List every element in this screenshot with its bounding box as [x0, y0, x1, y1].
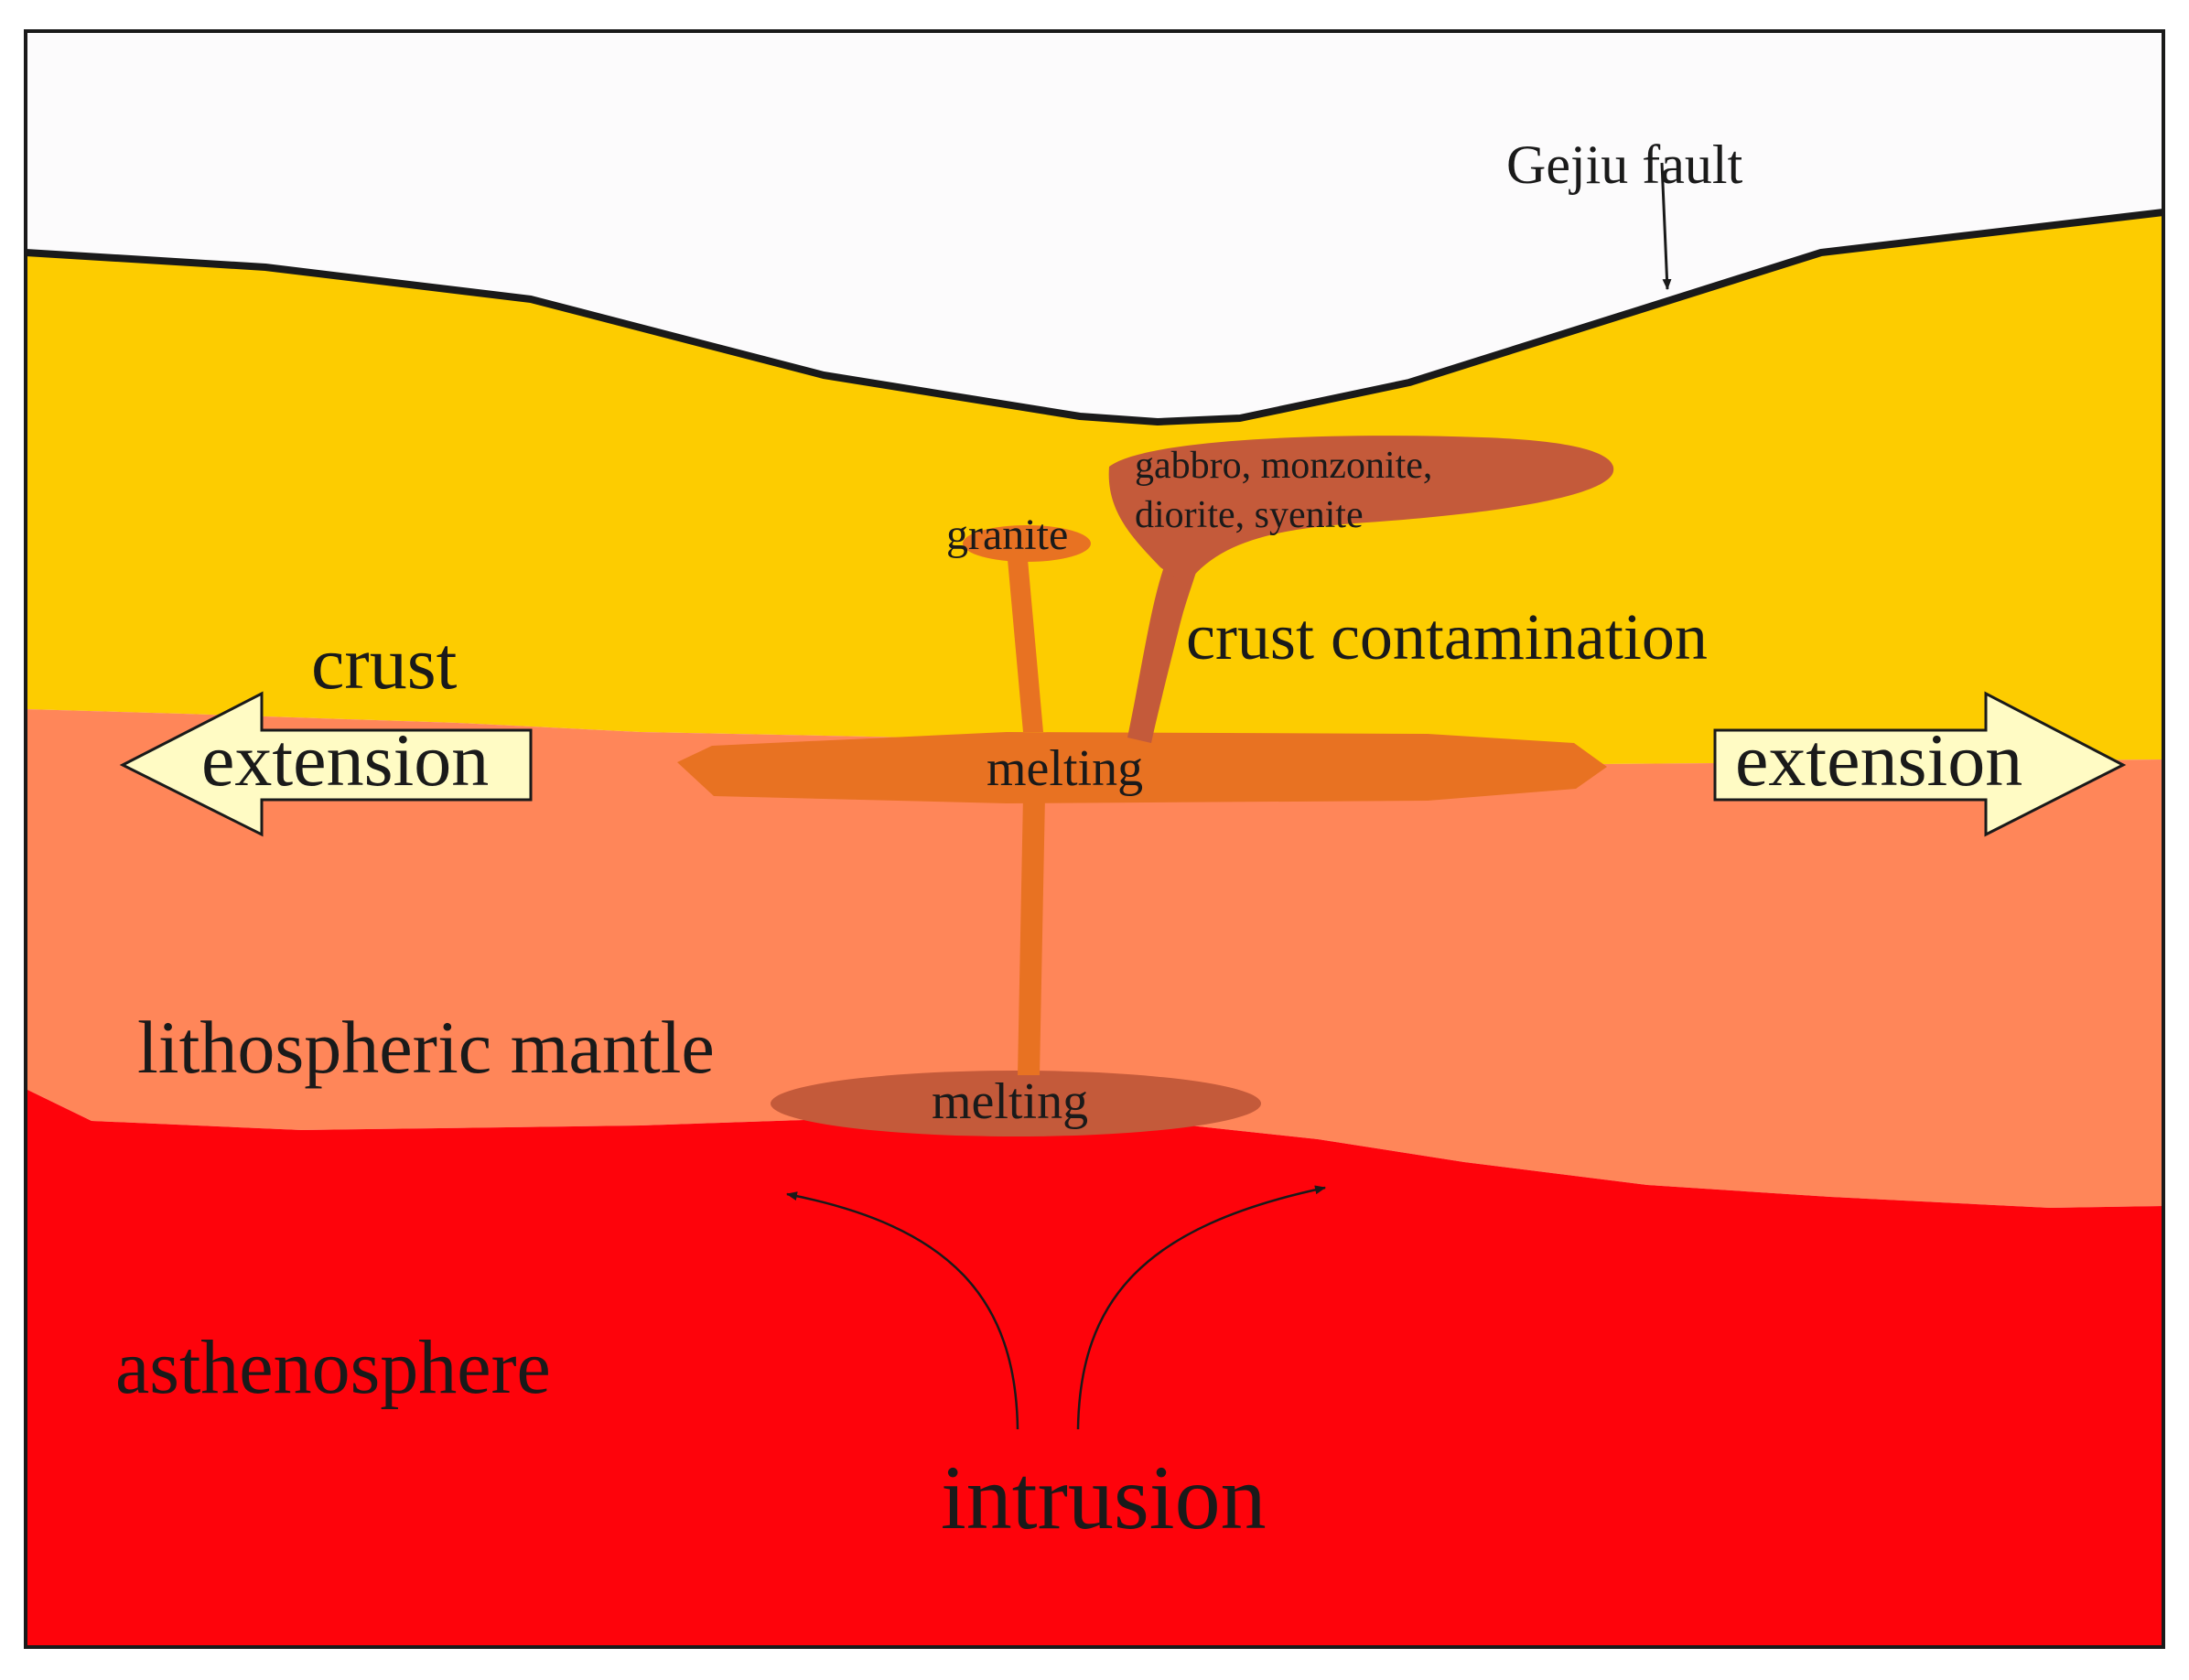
crust-melting-zone	[677, 732, 1607, 803]
label-melting-mantle: melting	[932, 1073, 1088, 1130]
mafic-intrusion-body	[1108, 436, 1614, 586]
granite-body	[963, 525, 1091, 562]
surface-line	[25, 209, 2164, 425]
label-asthenosphere: asthenosphere	[115, 1325, 551, 1410]
label-gejiu-fault: Gejiu fault	[1506, 135, 1743, 195]
mantle-conduit	[1018, 796, 1045, 1075]
label-crust-contamination: crust contamination	[1186, 600, 1708, 673]
label-extension-right: extension	[1735, 718, 2022, 802]
label-granite: granite	[946, 511, 1068, 559]
intrusion-arrow-left	[786, 1191, 1019, 1430]
label-lithospheric-mantle: lithospheric mantle	[137, 1006, 715, 1089]
left-extension-arrow	[119, 691, 533, 837]
lithospheric-mantle-layer	[26, 709, 2163, 1208]
label-rocks-line2: diorite, syenite	[1135, 494, 1364, 536]
asthenosphere-layer	[26, 1089, 2163, 1647]
granite-conduit	[1007, 549, 1043, 732]
right-extension-arrow	[1713, 691, 2127, 837]
label-crust: crust	[311, 621, 458, 705]
diagram-frame	[24, 29, 2165, 1649]
label-melting-crust: melting	[987, 740, 1143, 797]
gejiu-fault-pointer	[1660, 162, 1672, 290]
intrusion-arrow-right	[1076, 1185, 1326, 1430]
label-rocks-line1: gabbro, monzonite,	[1135, 445, 1432, 487]
label-intrusion: intrusion	[941, 1447, 1267, 1548]
crust-layer	[26, 212, 2163, 764]
mantle-melting-zone	[771, 1071, 1261, 1136]
label-extension-left: extension	[201, 718, 489, 802]
